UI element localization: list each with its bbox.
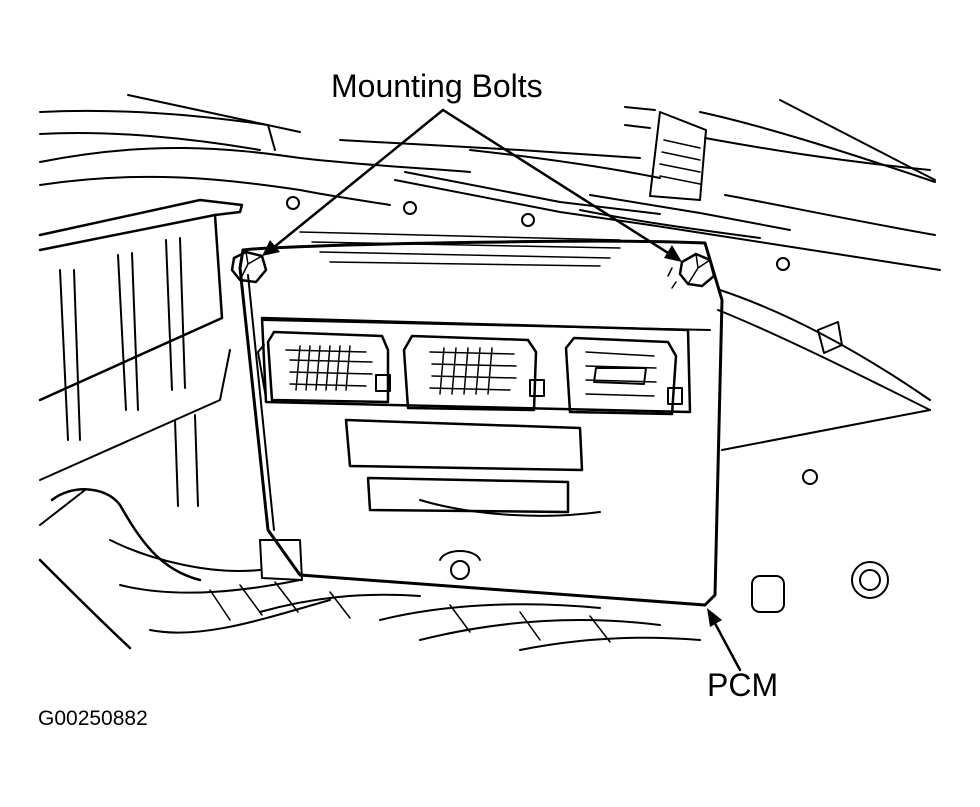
arrowhead-left-bolt bbox=[262, 240, 280, 256]
left-component-box bbox=[38, 198, 244, 526]
connector-1 bbox=[257, 330, 391, 404]
connector-2 bbox=[402, 334, 545, 412]
figure-id-label: G00250882 bbox=[38, 707, 148, 730]
mounting-bolt-left bbox=[230, 250, 268, 284]
arrowhead-pcm bbox=[707, 608, 722, 627]
pcm-module bbox=[238, 231, 724, 607]
mounting-bolt-right bbox=[667, 252, 716, 289]
callout-arrows bbox=[262, 108, 742, 672]
connector-3 bbox=[564, 336, 683, 416]
wiring-harness bbox=[38, 488, 701, 651]
pcm-label: PCM bbox=[707, 667, 779, 703]
arrowhead-right-bolt bbox=[664, 245, 682, 262]
mounting-bolts-label: Mounting Bolts bbox=[331, 68, 543, 104]
